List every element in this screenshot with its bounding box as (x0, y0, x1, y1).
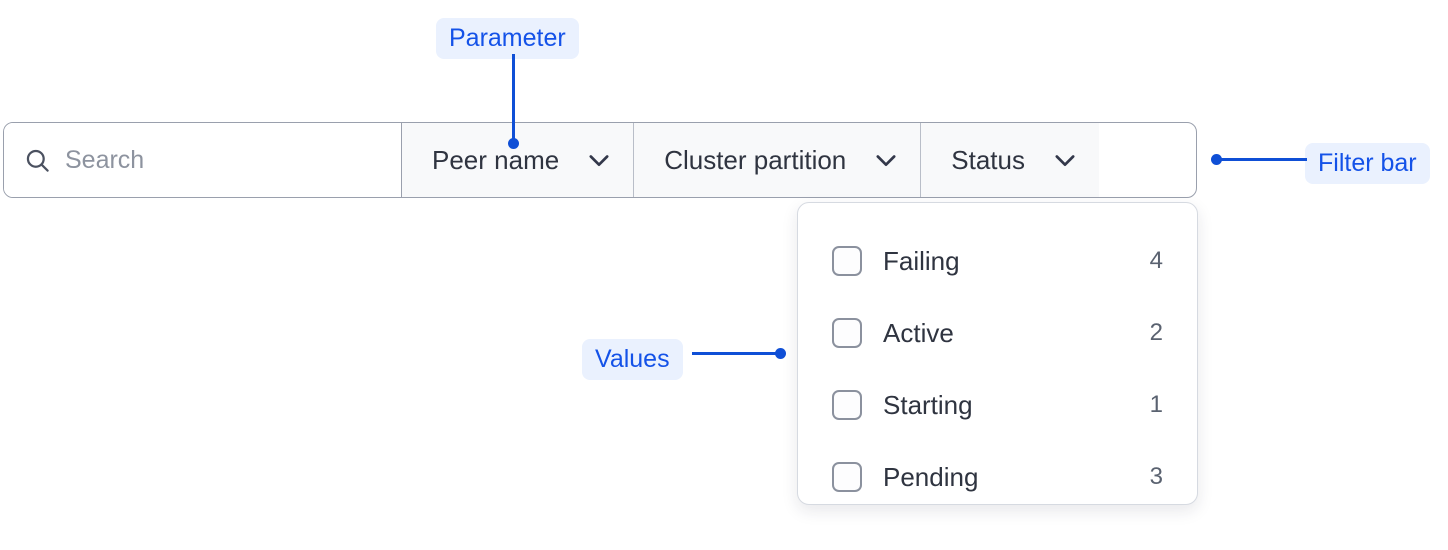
search-icon (24, 147, 51, 174)
filter-bar: Peer name Cluster partition Status (3, 122, 1197, 198)
checkbox[interactable] (832, 390, 862, 420)
checkbox[interactable] (832, 462, 862, 492)
list-item[interactable]: Failing 4 (798, 225, 1197, 297)
list-item[interactable]: Pending 3 (798, 441, 1197, 513)
filter-dropdown-cluster-partition[interactable]: Cluster partition (634, 123, 922, 197)
list-item-count: 3 (1149, 463, 1163, 490)
list-item-count: 1 (1149, 391, 1163, 418)
checkbox[interactable] (832, 246, 862, 276)
annotation-label-values: Values (582, 339, 683, 380)
filter-dropdown-label: Cluster partition (664, 144, 847, 175)
list-item[interactable]: Active 2 (798, 297, 1197, 369)
list-item-count: 4 (1149, 247, 1163, 274)
filter-dropdown-label: Peer name (432, 144, 560, 175)
annotation-label-parameter: Parameter (436, 18, 579, 59)
list-item-label: Pending (883, 461, 979, 492)
chevron-down-icon (585, 146, 613, 174)
status-filter-dropdown-panel: Failing 4 Active 2 Starting 1 Pending 3 (797, 202, 1198, 505)
filter-dropdown-status[interactable]: Status (921, 123, 1099, 197)
annotation-dot-filter-bar (1211, 154, 1222, 165)
chevron-down-icon (1051, 146, 1079, 174)
annotation-label-filter-bar: Filter bar (1305, 143, 1430, 184)
filter-dropdown-peer-name[interactable]: Peer name (402, 123, 635, 197)
chevron-down-icon (872, 146, 900, 174)
annotation-leader-line-filter-bar (1219, 158, 1307, 161)
annotation-dot-values (775, 348, 786, 359)
list-item-label: Active (883, 317, 954, 348)
checkbox[interactable] (832, 318, 862, 348)
list-item-count: 2 (1149, 319, 1163, 346)
filter-dropdown-label: Status (951, 144, 1025, 175)
annotation-dot-parameter (508, 138, 519, 149)
search-field[interactable] (4, 123, 402, 197)
list-item-label: Starting (883, 389, 973, 420)
annotation-leader-line-values (692, 352, 778, 355)
search-input[interactable] (65, 145, 365, 175)
list-item[interactable]: Starting 1 (798, 369, 1197, 441)
annotation-leader-line-parameter (512, 54, 515, 144)
list-item-label: Failing (883, 245, 960, 276)
